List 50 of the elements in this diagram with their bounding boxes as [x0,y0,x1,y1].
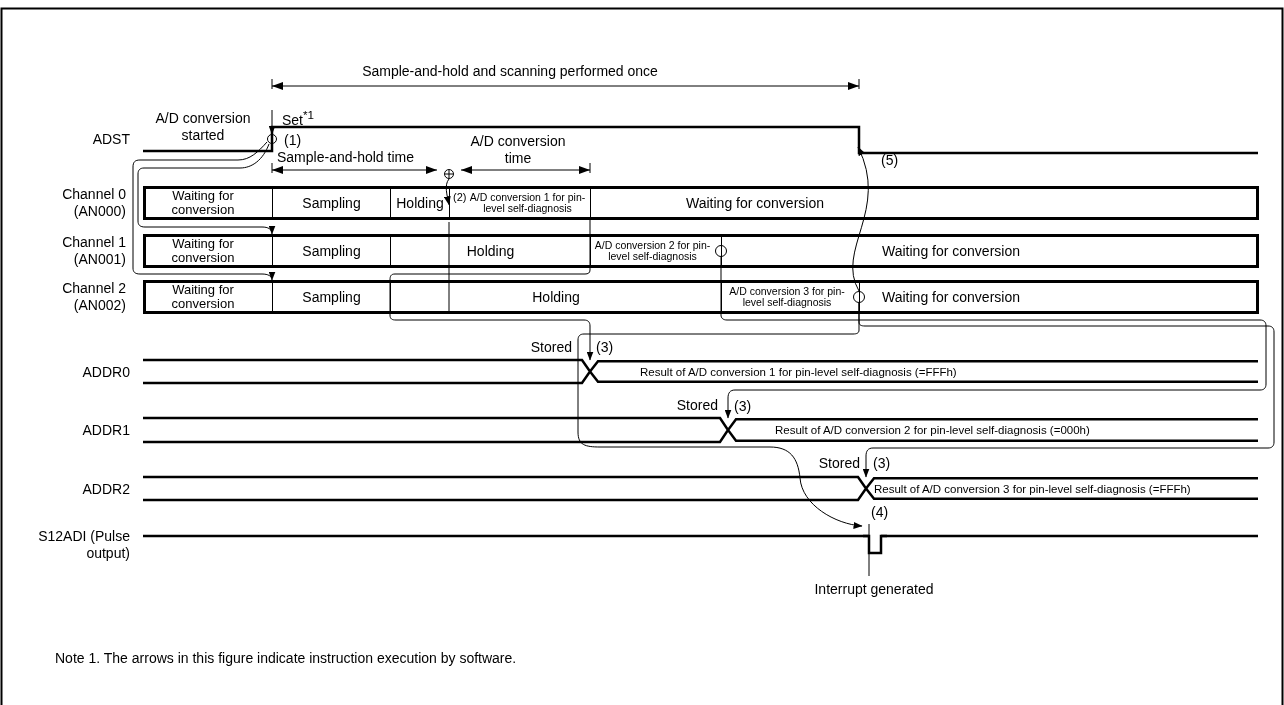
callout-number: (5) [881,152,900,169]
callout-number: (3) [873,455,892,472]
annotation-text: Set$^{*1}$ [282,107,316,129]
timing-cell: Waiting for conversion [721,234,1259,268]
timing-cell: Sampling [272,234,391,268]
arrow [389,219,594,361]
callout-number: (1) [284,132,303,149]
signal-label: ADDR2 [81,481,130,498]
timing-cell: Waiting for conversion [143,280,273,314]
timing-cell: A/D conversion 2 for pin-level self-diagnosis [590,234,722,268]
timing-cell: Holding [390,186,450,220]
timing-cell: Holding [390,280,722,314]
arrow [443,178,451,206]
timing-cell: Waiting for conversion [590,186,1259,220]
timing-cell: Holding [390,234,591,268]
crosshair-circle [444,169,454,179]
arrow [268,109,276,135]
signal-label: Channel 0 (AN000) [61,186,126,220]
signal-label: S12ADI (Pulse output) [37,528,130,562]
timing-cell: Sampling [272,186,391,220]
callout-number: (4) [871,504,890,521]
dimension-label: A/D conversion time [469,133,567,167]
dimension-label: Sample-and-hold and scanning performed once [361,63,659,80]
timing-cell: A/D conversion 3 for pin-level self-diagnosis [721,280,860,314]
annotation-text: Stored [675,397,718,414]
pulse-waveform [863,524,887,576]
dimension-label: Sample-and-hold time [277,149,415,166]
signal-label: ADDR1 [81,422,130,439]
arrow [852,146,869,292]
annotation-text: Stored [817,455,860,472]
signal-label: Channel 1 (AN001) [61,234,126,268]
register-value-segment: Result of A/D conversion 1 for pin-level self-diagnosis (=FFFh) [590,360,1258,383]
annotation-text: A/D conversion started [154,110,252,144]
timing-cell: Waiting for conversion [859,280,1259,314]
annotation-text: Stored [529,339,572,356]
signal-label: ADST [91,131,130,148]
note-text: Note 1. The arrows in this figure indicate instruction execution by software. [55,650,518,667]
signal-label: ADDR0 [81,364,130,381]
timing-cell: Waiting for conversion [143,186,273,220]
arrow [137,143,275,235]
callout-number: (3) [734,398,753,415]
callout-number: (3) [596,339,615,356]
annotation-text: Interrupt generated [813,581,935,598]
register-value-segment: Result of A/D conversion 2 for pin-level self-diagnosis (=000h) [728,418,1258,442]
signal-label: Channel 2 (AN002) [61,280,126,314]
timing-cell: Sampling [272,280,391,314]
timing-cell: Waiting for conversion [143,234,273,268]
arrow [132,141,275,281]
callout-number: (2) [453,191,468,204]
register-value-segment: Result of A/D conversion 3 for pin-level self-diagnosis (=FFFh) [866,477,1258,500]
